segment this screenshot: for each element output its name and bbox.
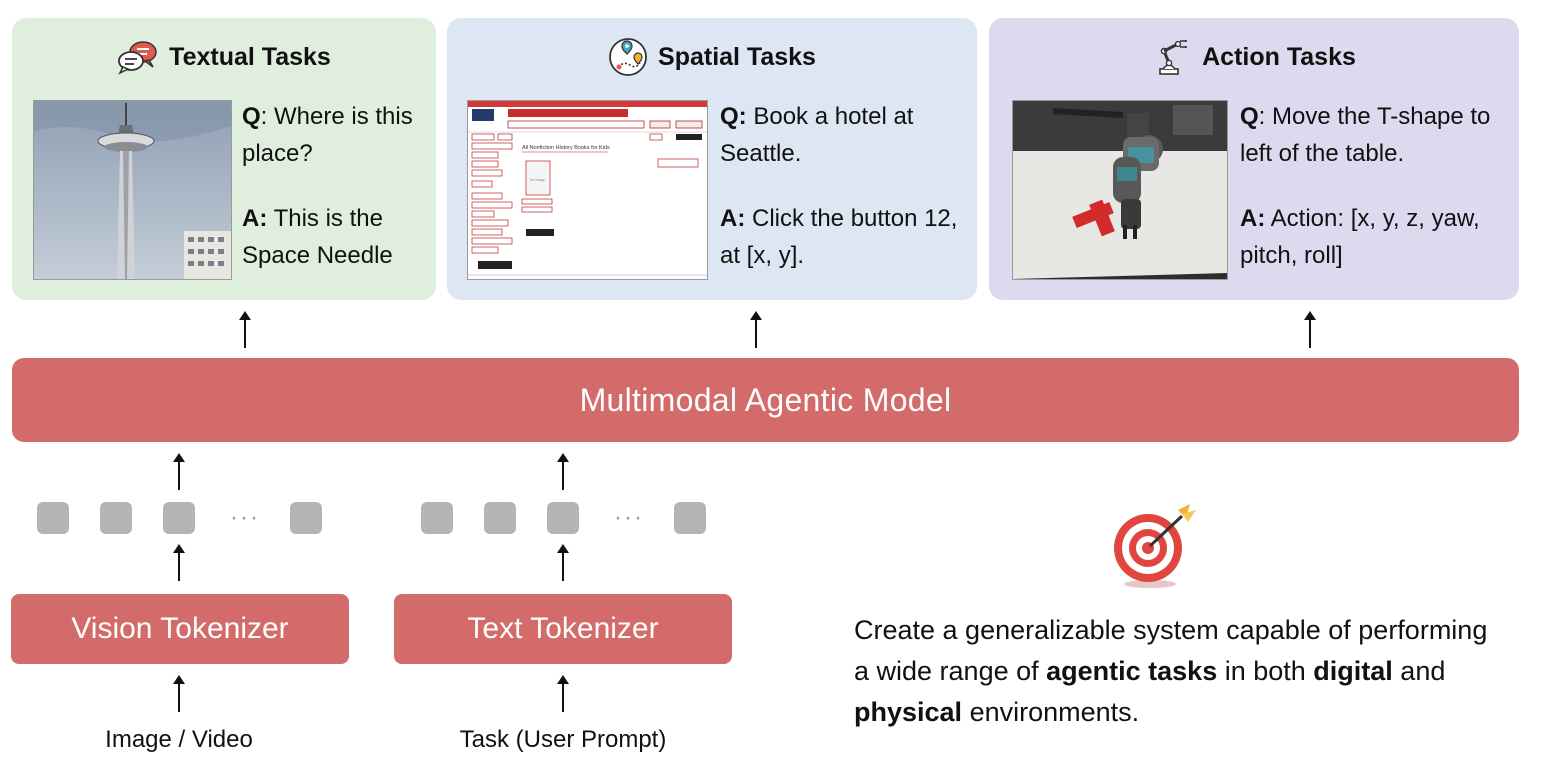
text-token-ellipsis: ··· (614, 504, 644, 532)
textual-tasks-panel: Textual Tasks (12, 18, 436, 300)
question-label: Q (242, 103, 261, 130)
action-question: Q: Move the T-shape to left of the table… (1240, 98, 1512, 172)
vision-token-ellipsis: ··· (230, 504, 260, 532)
text-token (421, 502, 453, 534)
action-qa: Q: Move the T-shape to left of the table… (1240, 98, 1512, 274)
textual-answer: A: This is the Space Needle (242, 200, 432, 274)
question-text: : Move the T-shape to left of the table. (1240, 103, 1490, 167)
arrow-up-icon (556, 543, 570, 583)
vision-token (163, 502, 195, 534)
goal-statement: Create a generalizable system capable of… (854, 610, 1494, 733)
question-text: : Where is this place? (242, 103, 413, 167)
textual-tasks-title-row: Textual Tasks (12, 40, 436, 74)
goal-text-3: and (1393, 656, 1446, 686)
web-screenshot-image: All Nonfiction History Books for Kids No… (467, 100, 708, 280)
arrow-up-icon (556, 674, 570, 714)
textual-question: Q: Where is this place? (242, 98, 432, 172)
action-tasks-title-row: Action Tasks (989, 40, 1519, 74)
arrow-up-icon (1303, 310, 1317, 350)
text-tokenizer: Text Tokenizer (394, 594, 732, 664)
question-label: Q (1240, 103, 1259, 130)
target-dartboard-icon (1112, 500, 1202, 590)
multimodal-agentic-model: Multimodal Agentic Model (12, 358, 1519, 442)
answer-label: A: (242, 205, 267, 232)
vision-token (37, 502, 69, 534)
answer-text: Click the button 12, at [x, y]. (720, 205, 957, 269)
spatial-answer: A: Click the button 12, at [x, y]. (720, 200, 970, 274)
svg-text:All Nonfiction History Books f: All Nonfiction History Books for Kids (522, 145, 610, 151)
svg-text:No image: No image (530, 178, 545, 182)
text-token (674, 502, 706, 534)
spatial-tasks-title-row: Spatial Tasks (447, 40, 977, 74)
chat-bubbles-icon (117, 39, 159, 75)
vision-input-label: Image / Video (9, 726, 349, 754)
vision-tokenizer-label: Vision Tokenizer (71, 612, 288, 646)
goal-text-4: environments. (962, 697, 1139, 727)
goal-text-2: in both (1217, 656, 1313, 686)
action-tasks-panel: Action Tasks Q: Move the T-shape to left… (989, 18, 1519, 300)
goal-bold-agentic: agentic tasks (1046, 656, 1217, 686)
vision-token (290, 502, 322, 534)
spatial-tasks-title: Spatial Tasks (658, 43, 816, 72)
arrow-up-icon (172, 674, 186, 714)
arrow-up-icon (556, 452, 570, 492)
action-tasks-title: Action Tasks (1202, 43, 1356, 72)
text-token (484, 502, 516, 534)
map-pin-route-icon (608, 37, 648, 77)
arrow-up-icon (172, 452, 186, 492)
space-needle-image (33, 100, 232, 280)
robot-arm-icon (1152, 37, 1192, 77)
answer-text: Action: [x, y, z, yaw, pitch, roll] (1240, 205, 1480, 269)
text-tokenizer-label: Text Tokenizer (467, 612, 658, 646)
answer-label: A: (1240, 205, 1265, 232)
vision-token (100, 502, 132, 534)
textual-qa: Q: Where is this place? A: This is the S… (242, 98, 432, 274)
text-token (547, 502, 579, 534)
answer-label: A: (720, 205, 745, 232)
question-label: Q: (720, 103, 747, 130)
textual-tasks-title: Textual Tasks (169, 43, 331, 72)
text-input-label: Task (User Prompt) (393, 726, 733, 754)
robot-arm-image (1012, 100, 1228, 280)
goal-bold-digital: digital (1313, 656, 1393, 686)
spatial-question: Q: Book a hotel at Seattle. (720, 98, 970, 172)
goal-bold-physical: physical (854, 697, 962, 727)
model-label: Multimodal Agentic Model (580, 382, 952, 419)
spatial-qa: Q: Book a hotel at Seattle. A: Click the… (720, 98, 970, 274)
arrow-up-icon (238, 310, 252, 350)
arrow-up-icon (749, 310, 763, 350)
action-answer: A: Action: [x, y, z, yaw, pitch, roll] (1240, 200, 1512, 274)
vision-tokenizer: Vision Tokenizer (11, 594, 349, 664)
spatial-tasks-panel: Spatial Tasks All Nonfiction History Boo… (447, 18, 977, 300)
question-text: Book a hotel at Seattle. (720, 103, 913, 167)
arrow-up-icon (172, 543, 186, 583)
